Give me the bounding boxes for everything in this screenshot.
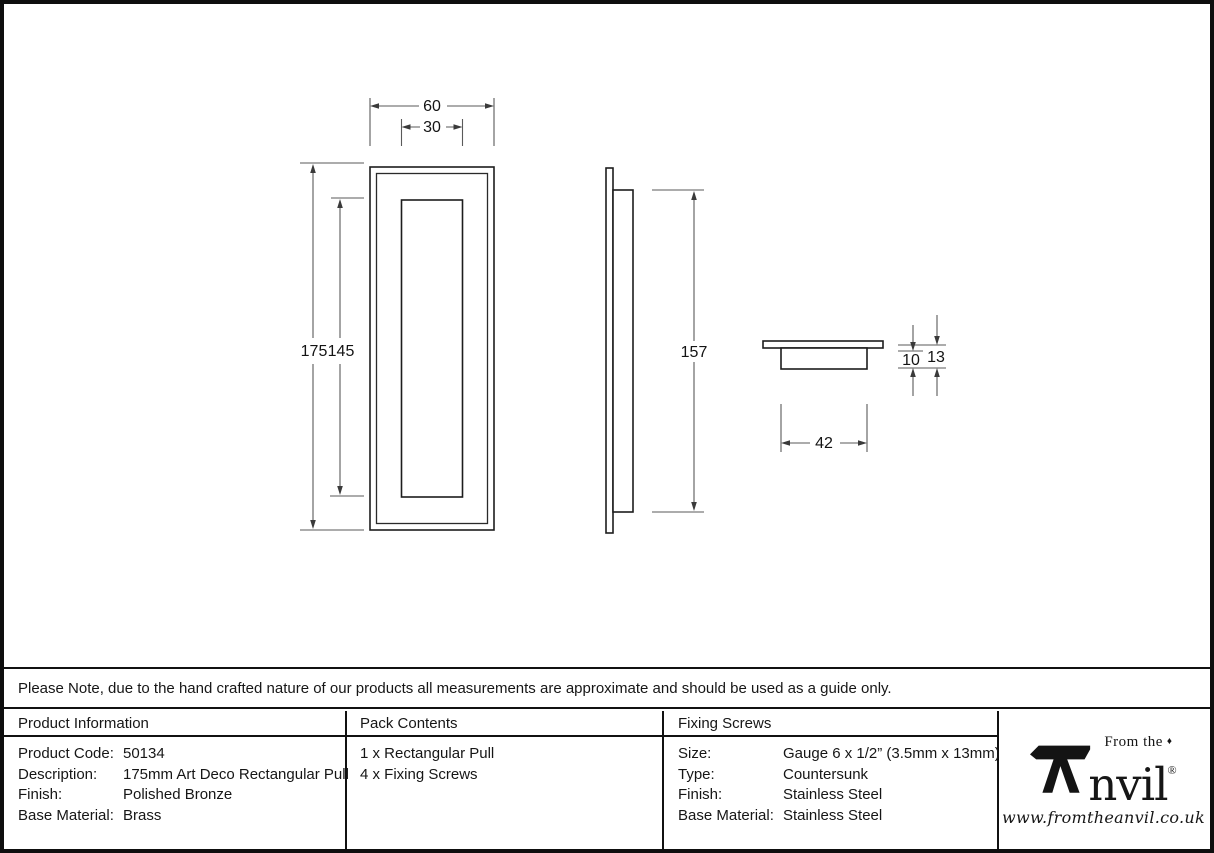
product-information-header: Product Information	[4, 711, 345, 737]
table-row: Base Material: Stainless Steel	[678, 806, 997, 827]
table-row: Product Code: 50134	[18, 744, 345, 765]
dim-label-front-panel-width: 30	[423, 119, 441, 136]
logo-website: www.fromtheanvil.co.uk	[1001, 807, 1206, 827]
field-label: Finish:	[678, 786, 723, 803]
dim-front-overall-height: 175	[300, 162, 364, 531]
side-face-plate	[605, 167, 614, 534]
field-label: Finish:	[18, 786, 63, 803]
dim-label-front-overall-width: 60	[423, 98, 441, 115]
measurement-note-text: Please Note, due to the hand crafted nat…	[18, 679, 892, 697]
field-value: Polished Bronze	[123, 786, 233, 803]
fixing-screws-header: Fixing Screws	[664, 711, 997, 737]
field-value: Countersunk	[783, 765, 869, 783]
field-value: Brass	[123, 806, 162, 824]
plan-face-plate	[762, 340, 884, 349]
side-recess-body	[612, 189, 634, 513]
pack-contents-item: 1 x Rectangular Pull	[360, 745, 495, 762]
field-label: Type:	[678, 765, 715, 783]
table-row: Base Material: Brass	[18, 806, 345, 827]
from-the-anvil-logo: From the♦ nvil® www.fromtheanvil.co.uk	[1002, 734, 1205, 827]
plan-view	[762, 340, 884, 370]
field-value: 50134	[123, 745, 165, 762]
spec-table: Product Information Product Code: 50134 …	[4, 711, 1210, 849]
pack-contents-item: 4 x Fixing Screws	[360, 765, 478, 783]
plan-recess-body	[780, 347, 868, 370]
front-recess-panel	[400, 199, 464, 498]
table-row: Finish: Stainless Steel	[678, 785, 997, 806]
dim-side-recess-height: 157	[652, 189, 708, 513]
table-row: Type: Countersunk	[678, 765, 997, 786]
dim-label-front-overall-height: 175	[301, 343, 328, 360]
dim-plan-depths: 10 13	[898, 315, 946, 396]
field-label: Description:	[18, 765, 98, 783]
pack-contents-header: Pack Contents	[347, 711, 662, 737]
dim-label-side-recess-height: 157	[681, 344, 708, 361]
field-value: Stainless Steel	[783, 786, 883, 803]
table-row: Size: Gauge 6 x 1/2” (3.5mm x 13mm)	[678, 744, 1000, 765]
dim-label-plan-overall-depth: 13	[927, 349, 945, 366]
field-value: 175mm Art Deco Rectangular Pull	[123, 765, 349, 783]
field-label: Base Material:	[678, 806, 774, 824]
logo-tagline: From the	[1104, 733, 1163, 750]
field-value: Stainless Steel	[783, 806, 883, 824]
product-information-title: Product Information	[18, 714, 149, 732]
front-step-line	[375, 172, 489, 525]
product-information-column: Product Information Product Code: 50134 …	[4, 711, 349, 849]
dim-label-plan-recess-depth: 10	[902, 352, 920, 369]
dim-front-overall-width: 60	[369, 98, 495, 146]
logo-wordmark: nvil	[1088, 757, 1168, 811]
field-label: Product Code:	[18, 745, 114, 762]
measurement-note-bar: Please Note, due to the hand crafted nat…	[4, 669, 1210, 709]
fixing-screws-title: Fixing Screws	[678, 714, 772, 732]
technical-drawing-area: 60 30 175 145	[4, 4, 1210, 669]
dim-plan-recess-width: 42	[780, 404, 868, 452]
field-value: Gauge 6 x 1/2” (3.5mm x 13mm)	[783, 745, 1000, 762]
front-view	[369, 166, 495, 531]
diamond-icon: ♦	[1166, 735, 1173, 747]
dim-front-panel-width: 30	[400, 119, 464, 146]
field-label: Size:	[678, 745, 712, 762]
anvil-icon	[1030, 745, 1091, 793]
table-row: Description: 175mm Art Deco Rectangular …	[18, 765, 349, 786]
table-row: Finish: Polished Bronze	[18, 785, 345, 806]
pack-contents-column: Pack Contents 1 x Rectangular Pull 4 x F…	[347, 711, 664, 849]
dim-front-panel-height: 145	[328, 197, 364, 497]
fixing-screws-column: Fixing Screws Size: Gauge 6 x 1/2” (3.5m…	[664, 711, 1000, 849]
technical-drawing-svg: 60 30 175 145	[300, 98, 946, 534]
dim-label-plan-recess-width: 42	[815, 435, 833, 452]
side-view	[605, 167, 634, 534]
dim-label-front-panel-height: 145	[328, 343, 355, 360]
registered-mark: ®	[1167, 762, 1177, 777]
brand-cell: From the♦ nvil® www.fromtheanvil.co.uk	[999, 711, 1208, 849]
pack-contents-title: Pack Contents	[360, 714, 458, 732]
field-label: Base Material:	[18, 806, 114, 824]
